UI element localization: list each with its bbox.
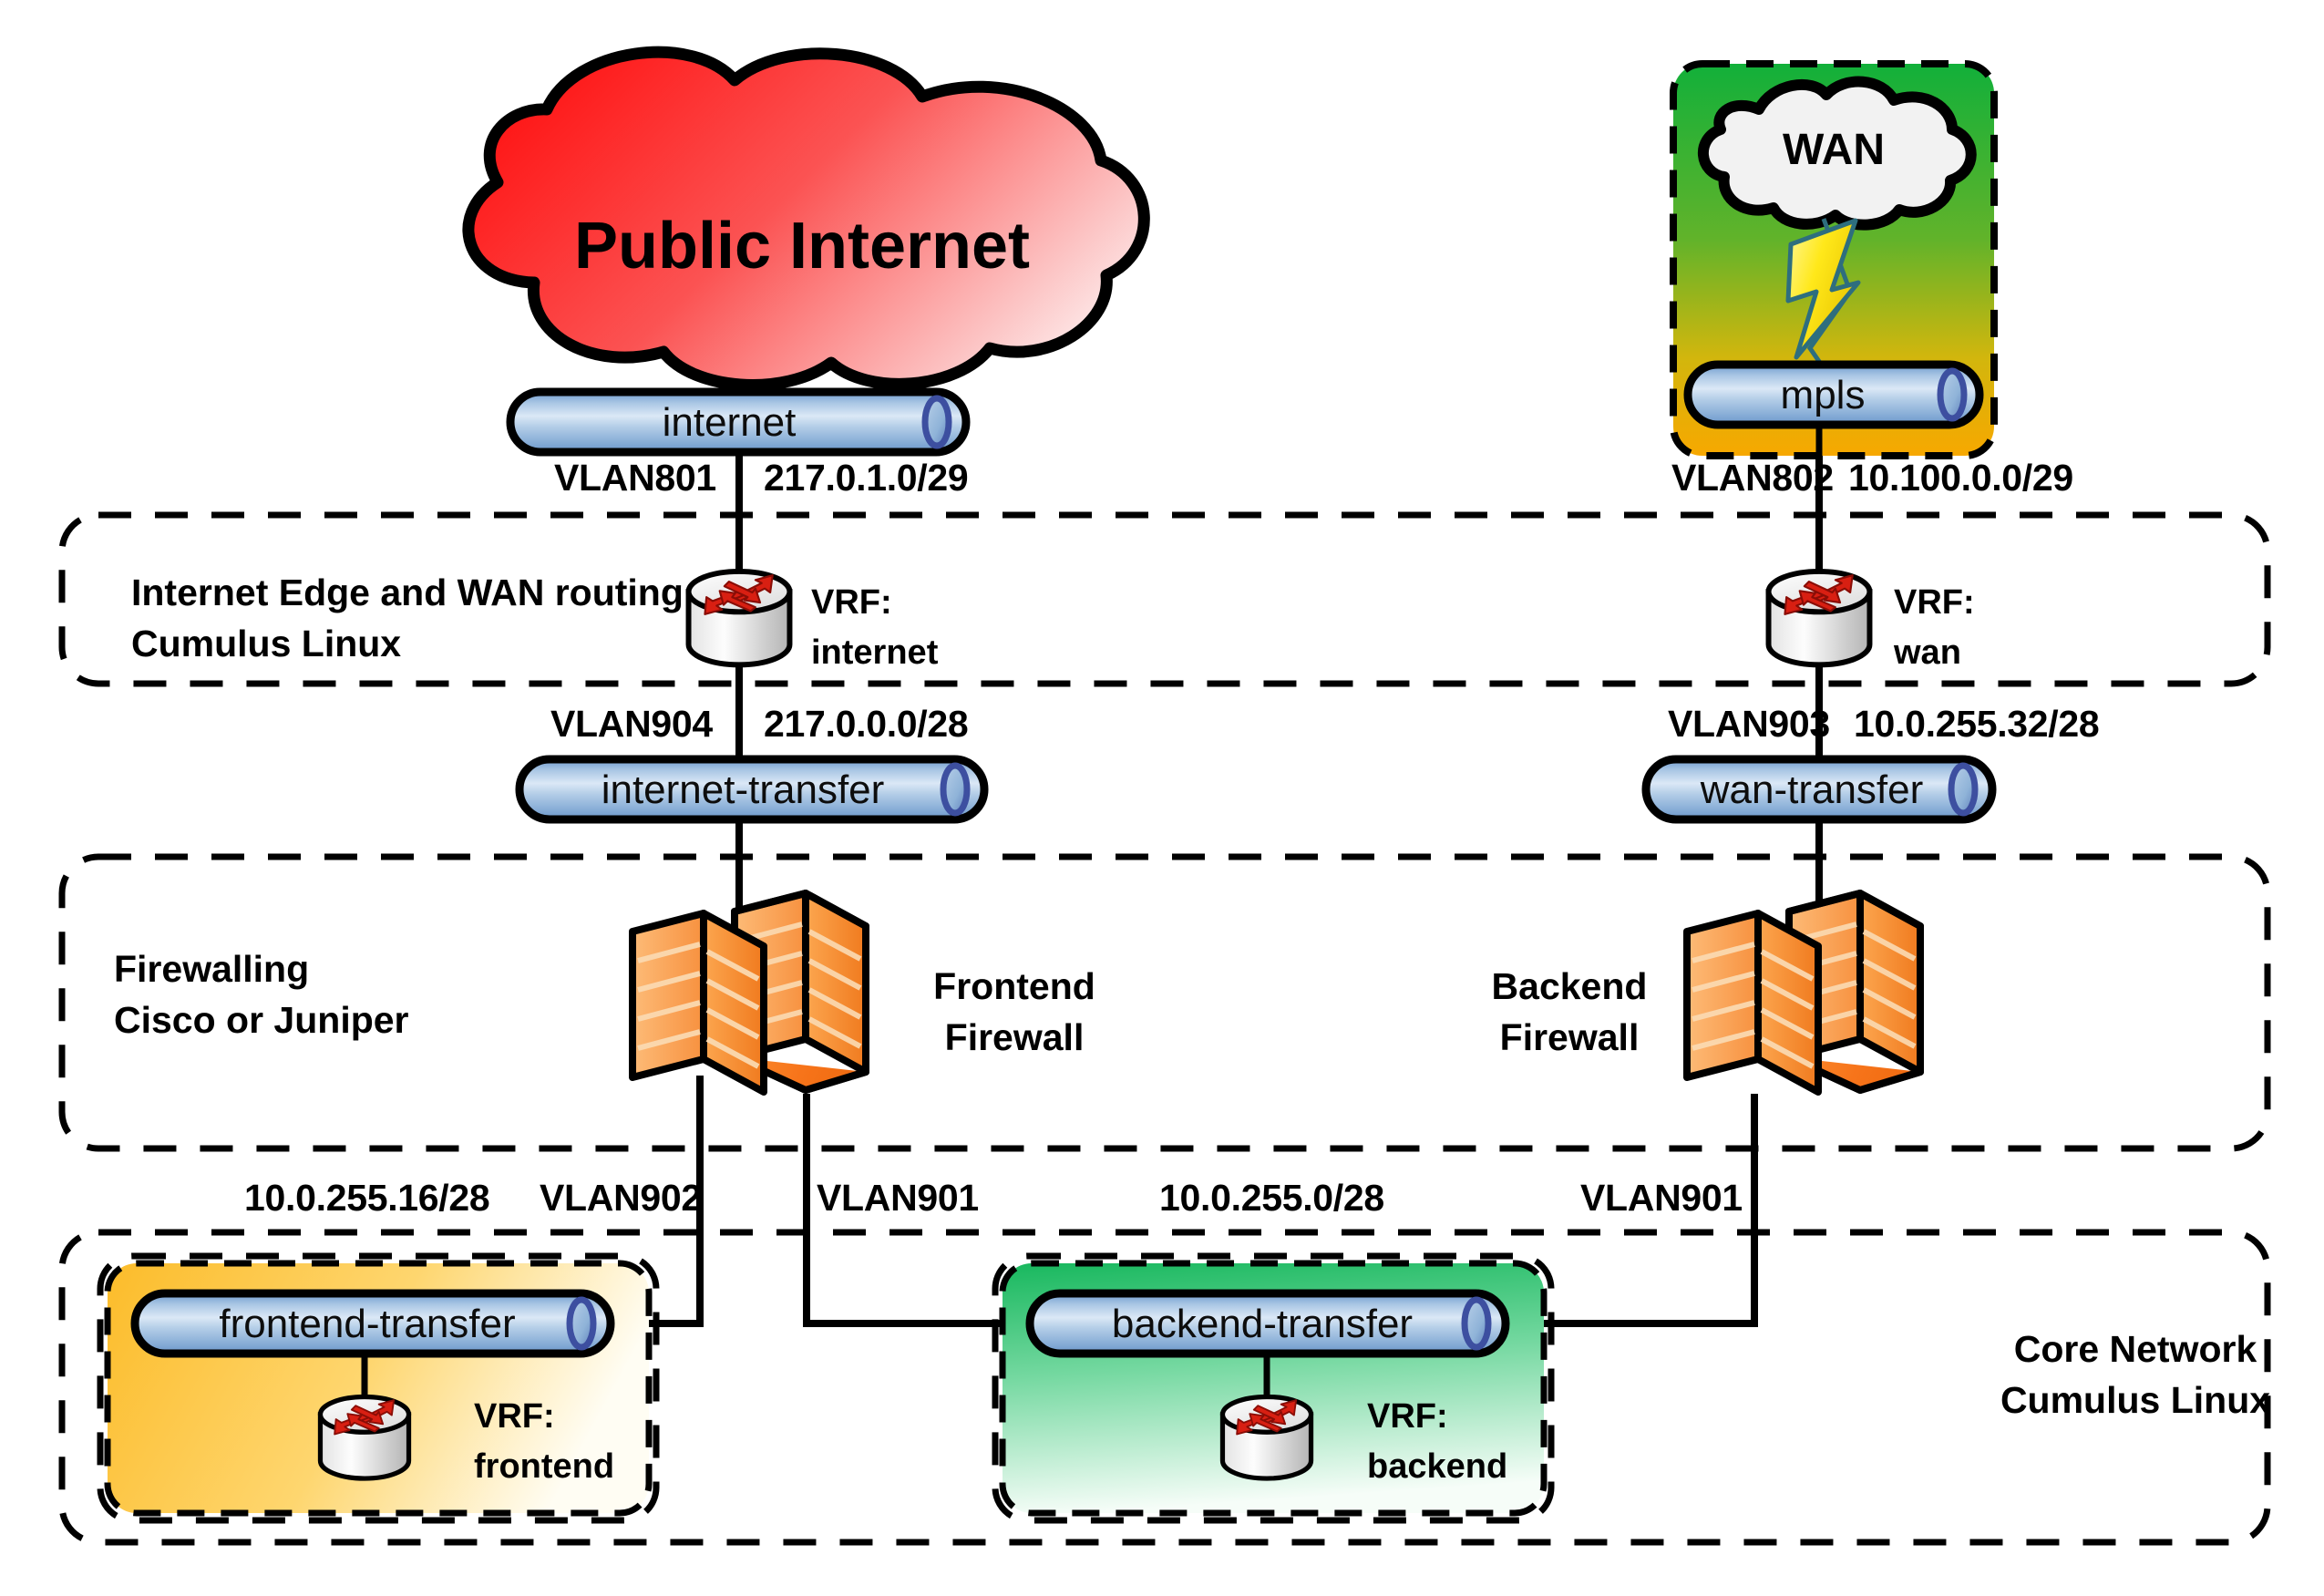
wan-cloud <box>1698 76 1977 231</box>
vlan-label-mpls: VLAN802 <box>1671 457 1834 499</box>
zone-label-firewalling-line2: Cisco or Juniper <box>114 999 409 1041</box>
vrf-label-internet-title: VRF: <box>811 583 892 622</box>
vlan-label-internet-transfer: VLAN904 <box>550 703 713 745</box>
public-internet-label: Public Internet <box>573 210 1031 283</box>
firewall-label-backend-line1: Backend <box>1491 965 1648 1007</box>
line-fw-frontend-backend-leg <box>803 1094 1014 1327</box>
wan-cloud-label: WAN <box>1783 126 1885 174</box>
subnet-label-wan-transfer: 10.0.255.32/28 <box>1854 703 2100 745</box>
vrf-label-wan-name: wan <box>1894 633 1961 672</box>
subnet-label-mpls: 10.100.0.0/29 <box>1848 457 2073 499</box>
line-fw-backend-leg <box>1513 1094 1758 1327</box>
network-pipe-backend-transfer[interactable] <box>1025 1289 1510 1358</box>
subnet-label-internet-transfer: 217.0.0.0/28 <box>764 703 969 745</box>
subnet-label-backend: 10.0.255.0/28 <box>1159 1177 1384 1219</box>
firewall-icon-backend[interactable] <box>1687 893 1920 1092</box>
firewall-label-frontend-line2: Firewall <box>944 1016 1085 1058</box>
vrf-label-frontend-name: frontend <box>474 1447 615 1486</box>
network-pipe-frontend-transfer[interactable] <box>130 1289 615 1358</box>
network-pipe-wan-transfer[interactable] <box>1641 755 1997 824</box>
zone-label-edge-line2: Cumulus Linux <box>131 623 402 664</box>
vrf-label-backend-name: backend <box>1367 1447 1508 1486</box>
router-icon-internet[interactable] <box>689 571 790 664</box>
line-fw-frontend-leg <box>629 1076 704 1327</box>
subnet-label-frontend: 10.0.255.16/28 <box>244 1177 490 1219</box>
zone-label-edge-line1: Internet Edge and WAN routing <box>131 571 684 613</box>
zone-edge-container <box>58 511 2271 687</box>
firewall-label-backend-line2: Firewall <box>1499 1016 1640 1058</box>
router-icon-frontend[interactable] <box>320 1396 408 1478</box>
zone-frontend-container <box>97 1252 660 1524</box>
firewall-label-frontend-line1: Frontend <box>933 965 1095 1007</box>
zone-firewalling-container <box>58 853 2271 1152</box>
network-pipe-internet[interactable] <box>506 387 971 457</box>
zone-backend-container <box>992 1252 1555 1524</box>
vlan-label-backend-right: VLAN901 <box>1580 1177 1743 1219</box>
vrf-label-internet-name: internet <box>811 633 939 672</box>
zone-label-firewalling-line1: Firewalling <box>114 948 310 990</box>
zone-label-core-line1: Core Network <box>2013 1328 2257 1370</box>
subnet-label-internet: 217.0.1.0/29 <box>764 457 969 499</box>
vlan-label-backend-left: VLAN901 <box>817 1177 979 1219</box>
vlan-label-wan-transfer: VLAN903 <box>1668 703 1830 745</box>
router-icon-backend[interactable] <box>1222 1396 1311 1478</box>
public-internet-cloud <box>462 46 1150 391</box>
firewall-icon-frontend[interactable] <box>632 893 866 1092</box>
zone-label-core-line2: Cumulus Linux <box>2000 1379 2271 1421</box>
vlan-label-frontend: VLAN902 <box>540 1177 702 1219</box>
network-pipe-mpls[interactable] <box>1683 360 1984 429</box>
router-icon-wan[interactable] <box>1769 571 1870 664</box>
vrf-label-wan-title: VRF: <box>1894 583 1975 622</box>
vlan-label-internet: VLAN801 <box>554 457 716 499</box>
vrf-label-frontend-title: VRF: <box>474 1397 555 1436</box>
network-pipe-internet-transfer[interactable] <box>515 755 989 824</box>
vrf-label-backend-title: VRF: <box>1367 1397 1448 1436</box>
